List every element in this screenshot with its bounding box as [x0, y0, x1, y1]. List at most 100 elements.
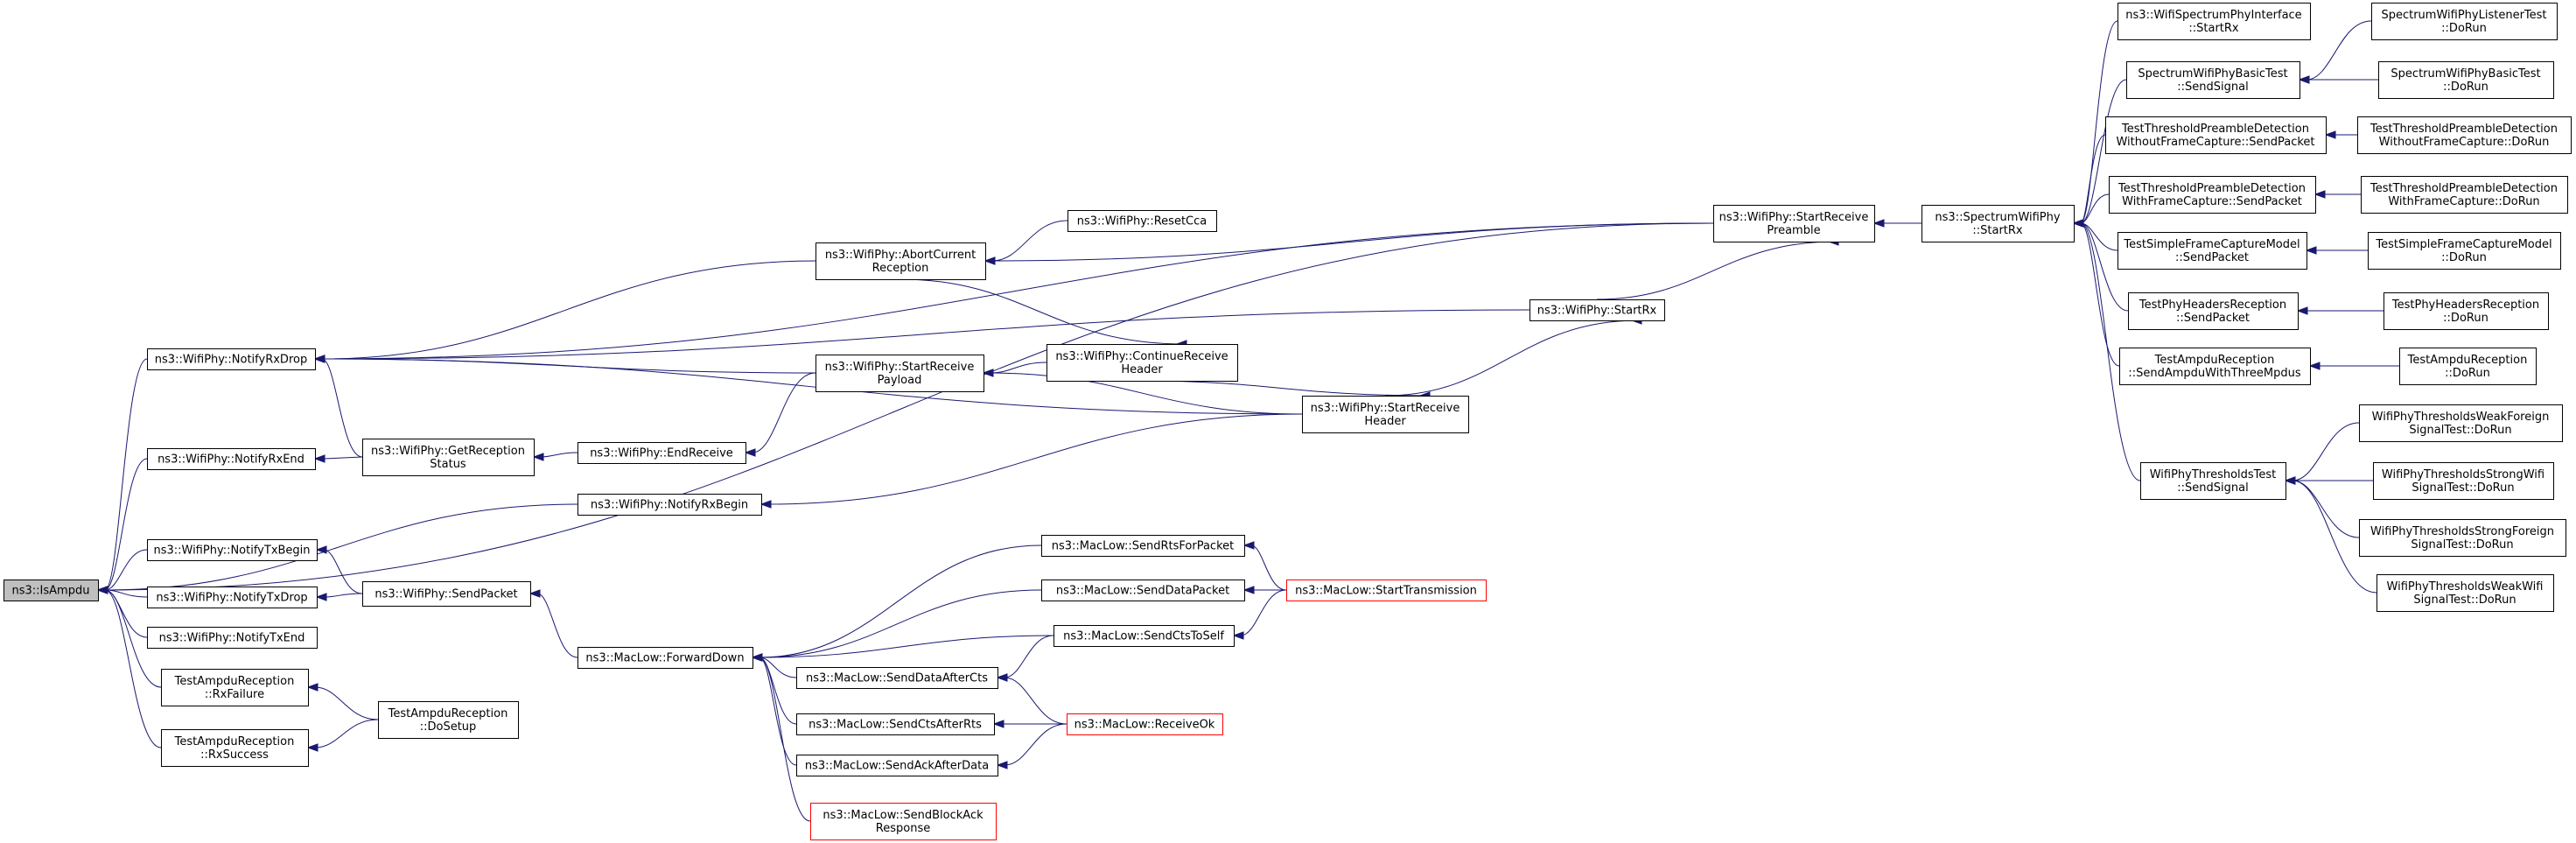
node-endreceive[interactable]: ns3::WifiPhy::EndReceive: [578, 442, 746, 464]
node-preamblewithoutdorun[interactable]: TestThresholdPreambleDetectionWithoutFra…: [2357, 116, 2572, 154]
node-box[interactable]: [2118, 3, 2311, 40]
node-box[interactable]: [1530, 299, 1665, 321]
node-box[interactable]: [2359, 519, 2566, 557]
node-box[interactable]: [2378, 61, 2554, 99]
node-box[interactable]: [578, 647, 753, 669]
node-box[interactable]: [2105, 116, 2327, 154]
node-weakwifidorun[interactable]: WifiPhyThresholdsWeakWifiSignalTest::DoR…: [2376, 574, 2554, 612]
node-preamblewithsend[interactable]: TestThresholdPreambleDetectionWithFrameC…: [2109, 176, 2316, 214]
node-box[interactable]: [378, 701, 519, 739]
node-senddatapacket[interactable]: ns3::MacLow::SendDataPacket: [1041, 580, 1245, 601]
node-box[interactable]: [4, 580, 99, 601]
node-box[interactable]: [362, 581, 531, 607]
node-sendrtsforpacket[interactable]: ns3::MacLow::SendRtsForPacket: [1041, 535, 1245, 557]
node-basictestsend[interactable]: SpectrumWifiPhyBasicTest::SendSignal: [2126, 61, 2300, 99]
node-receiveok[interactable]: ns3::MacLow::ReceiveOk: [1067, 713, 1223, 735]
node-forwarddown[interactable]: ns3::MacLow::ForwardDown: [578, 647, 753, 669]
node-phyheadersdorun[interactable]: TestPhyHeadersReception::DoRun: [2384, 292, 2549, 330]
node-box[interactable]: [1046, 344, 1238, 382]
node-box[interactable]: [147, 448, 316, 470]
node-box[interactable]: [1713, 205, 1875, 242]
node-box[interactable]: [1922, 205, 2075, 242]
node-weakforeigndorun[interactable]: WifiPhyThresholdsWeakForeignSignalTest::…: [2359, 404, 2563, 442]
node-box[interactable]: [147, 587, 318, 608]
node-listenerdorun[interactable]: SpectrumWifiPhyListenerTest::DoRun: [2371, 3, 2558, 40]
node-box[interactable]: [2357, 116, 2572, 154]
node-notifytxend[interactable]: ns3::WifiPhy::NotifyTxEnd: [147, 627, 318, 649]
node-box[interactable]: [1302, 396, 1469, 433]
node-box[interactable]: [1041, 535, 1245, 557]
node-notifyrxend[interactable]: ns3::WifiPhy::NotifyRxEnd: [147, 448, 316, 470]
node-box[interactable]: [816, 242, 986, 280]
node-ampdudorun[interactable]: TestAmpduReception::DoRun: [2399, 348, 2537, 385]
node-notifyrxbegin[interactable]: ns3::WifiPhy::NotifyRxBegin: [578, 494, 762, 516]
node-box[interactable]: [2361, 176, 2568, 214]
node-box[interactable]: [2376, 574, 2554, 612]
node-resetcca[interactable]: ns3::WifiPhy::ResetCca: [1068, 210, 1217, 232]
node-box[interactable]: [147, 539, 318, 561]
node-simpleframesend[interactable]: TestSimpleFrameCaptureModel::SendPacket: [2118, 232, 2307, 270]
node-box[interactable]: [161, 669, 309, 706]
node-starttransmission[interactable]: ns3::MacLow::StartTransmission: [1286, 580, 1487, 601]
node-box[interactable]: [796, 755, 998, 776]
node-notifytxdrop[interactable]: ns3::WifiPhy::NotifyTxDrop: [147, 587, 318, 608]
node-box[interactable]: [1068, 210, 1217, 232]
node-box[interactable]: [1286, 580, 1487, 601]
node-box[interactable]: [2118, 232, 2307, 270]
node-box[interactable]: [1054, 625, 1235, 647]
node-box[interactable]: [2399, 348, 2537, 385]
node-box[interactable]: [1041, 580, 1245, 601]
node-spectruminterface[interactable]: ns3::WifiSpectrumPhyInterface::StartRx: [2118, 3, 2311, 40]
node-box[interactable]: [147, 348, 316, 370]
node-sendpacket[interactable]: ns3::WifiPhy::SendPacket: [362, 581, 531, 607]
node-box[interactable]: [362, 439, 535, 476]
node-sendctstoself[interactable]: ns3::MacLow::SendCtsToSelf: [1054, 625, 1235, 647]
node-preamblewithdorun[interactable]: TestThresholdPreambleDetectionWithFrameC…: [2361, 176, 2568, 214]
node-dosetup[interactable]: TestAmpduReception::DoSetup: [378, 701, 519, 739]
node-box[interactable]: [2140, 462, 2286, 500]
node-ampduthreempdus[interactable]: TestAmpduReception::SendAmpduWithThreeMp…: [2119, 348, 2311, 385]
node-strongwifidorun[interactable]: WifiPhyThresholdsStrongWifiSignalTest::D…: [2373, 462, 2554, 500]
node-spectrumstartrx[interactable]: ns3::SpectrumWifiPhy::StartRx: [1922, 205, 2075, 242]
node-box[interactable]: [161, 729, 309, 767]
node-box[interactable]: [578, 442, 746, 464]
node-sendackafterdata[interactable]: ns3::MacLow::SendAckAfterData: [796, 755, 998, 776]
node-box[interactable]: [2128, 292, 2299, 330]
node-preamblewithoutsend[interactable]: TestThresholdPreambleDetectionWithoutFra…: [2105, 116, 2327, 154]
node-simpleframedorun[interactable]: TestSimpleFrameCaptureModel::DoRun: [2368, 232, 2561, 270]
node-box[interactable]: [2119, 348, 2311, 385]
node-box[interactable]: [2109, 176, 2316, 214]
node-box[interactable]: [1067, 713, 1223, 735]
node-box[interactable]: [147, 627, 318, 649]
node-thresholdssend[interactable]: WifiPhyThresholdsTest::SendSignal: [2140, 462, 2286, 500]
node-box[interactable]: [578, 494, 762, 516]
node-box[interactable]: [796, 667, 998, 689]
node-box[interactable]: [2126, 61, 2300, 99]
node-senddataaftercts[interactable]: ns3::MacLow::SendDataAfterCts: [796, 667, 998, 689]
node-startrx[interactable]: ns3::WifiPhy::StartRx: [1530, 299, 1665, 321]
node-phyheaderssend[interactable]: TestPhyHeadersReception::SendPacket: [2128, 292, 2299, 330]
node-box[interactable]: [2384, 292, 2549, 330]
node-box[interactable]: [796, 713, 995, 735]
node-basicdorun[interactable]: SpectrumWifiPhyBasicTest::DoRun: [2378, 61, 2554, 99]
node-rxsuccess[interactable]: TestAmpduReception::RxSuccess: [161, 729, 309, 767]
node-box[interactable]: [2359, 404, 2563, 442]
node-sendctsafterrts[interactable]: ns3::MacLow::SendCtsAfterRts: [796, 713, 995, 735]
node-box[interactable]: [2371, 3, 2558, 40]
node-box[interactable]: [2373, 462, 2554, 500]
node-rxfailure[interactable]: TestAmpduReception::RxFailure: [161, 669, 309, 706]
node-isampdu[interactable]: ns3::IsAmpdu: [4, 580, 99, 601]
node-box[interactable]: [810, 803, 997, 840]
node-box[interactable]: [2368, 232, 2561, 270]
node-strongforeigndorun[interactable]: WifiPhyThresholdsStrongForeignSignalTest…: [2359, 519, 2566, 557]
node-notifyrxdrop[interactable]: ns3::WifiPhy::NotifyRxDrop: [147, 348, 316, 370]
node-box[interactable]: [816, 355, 984, 392]
node-notifytxbegin[interactable]: ns3::WifiPhy::NotifyTxBegin: [147, 539, 318, 561]
